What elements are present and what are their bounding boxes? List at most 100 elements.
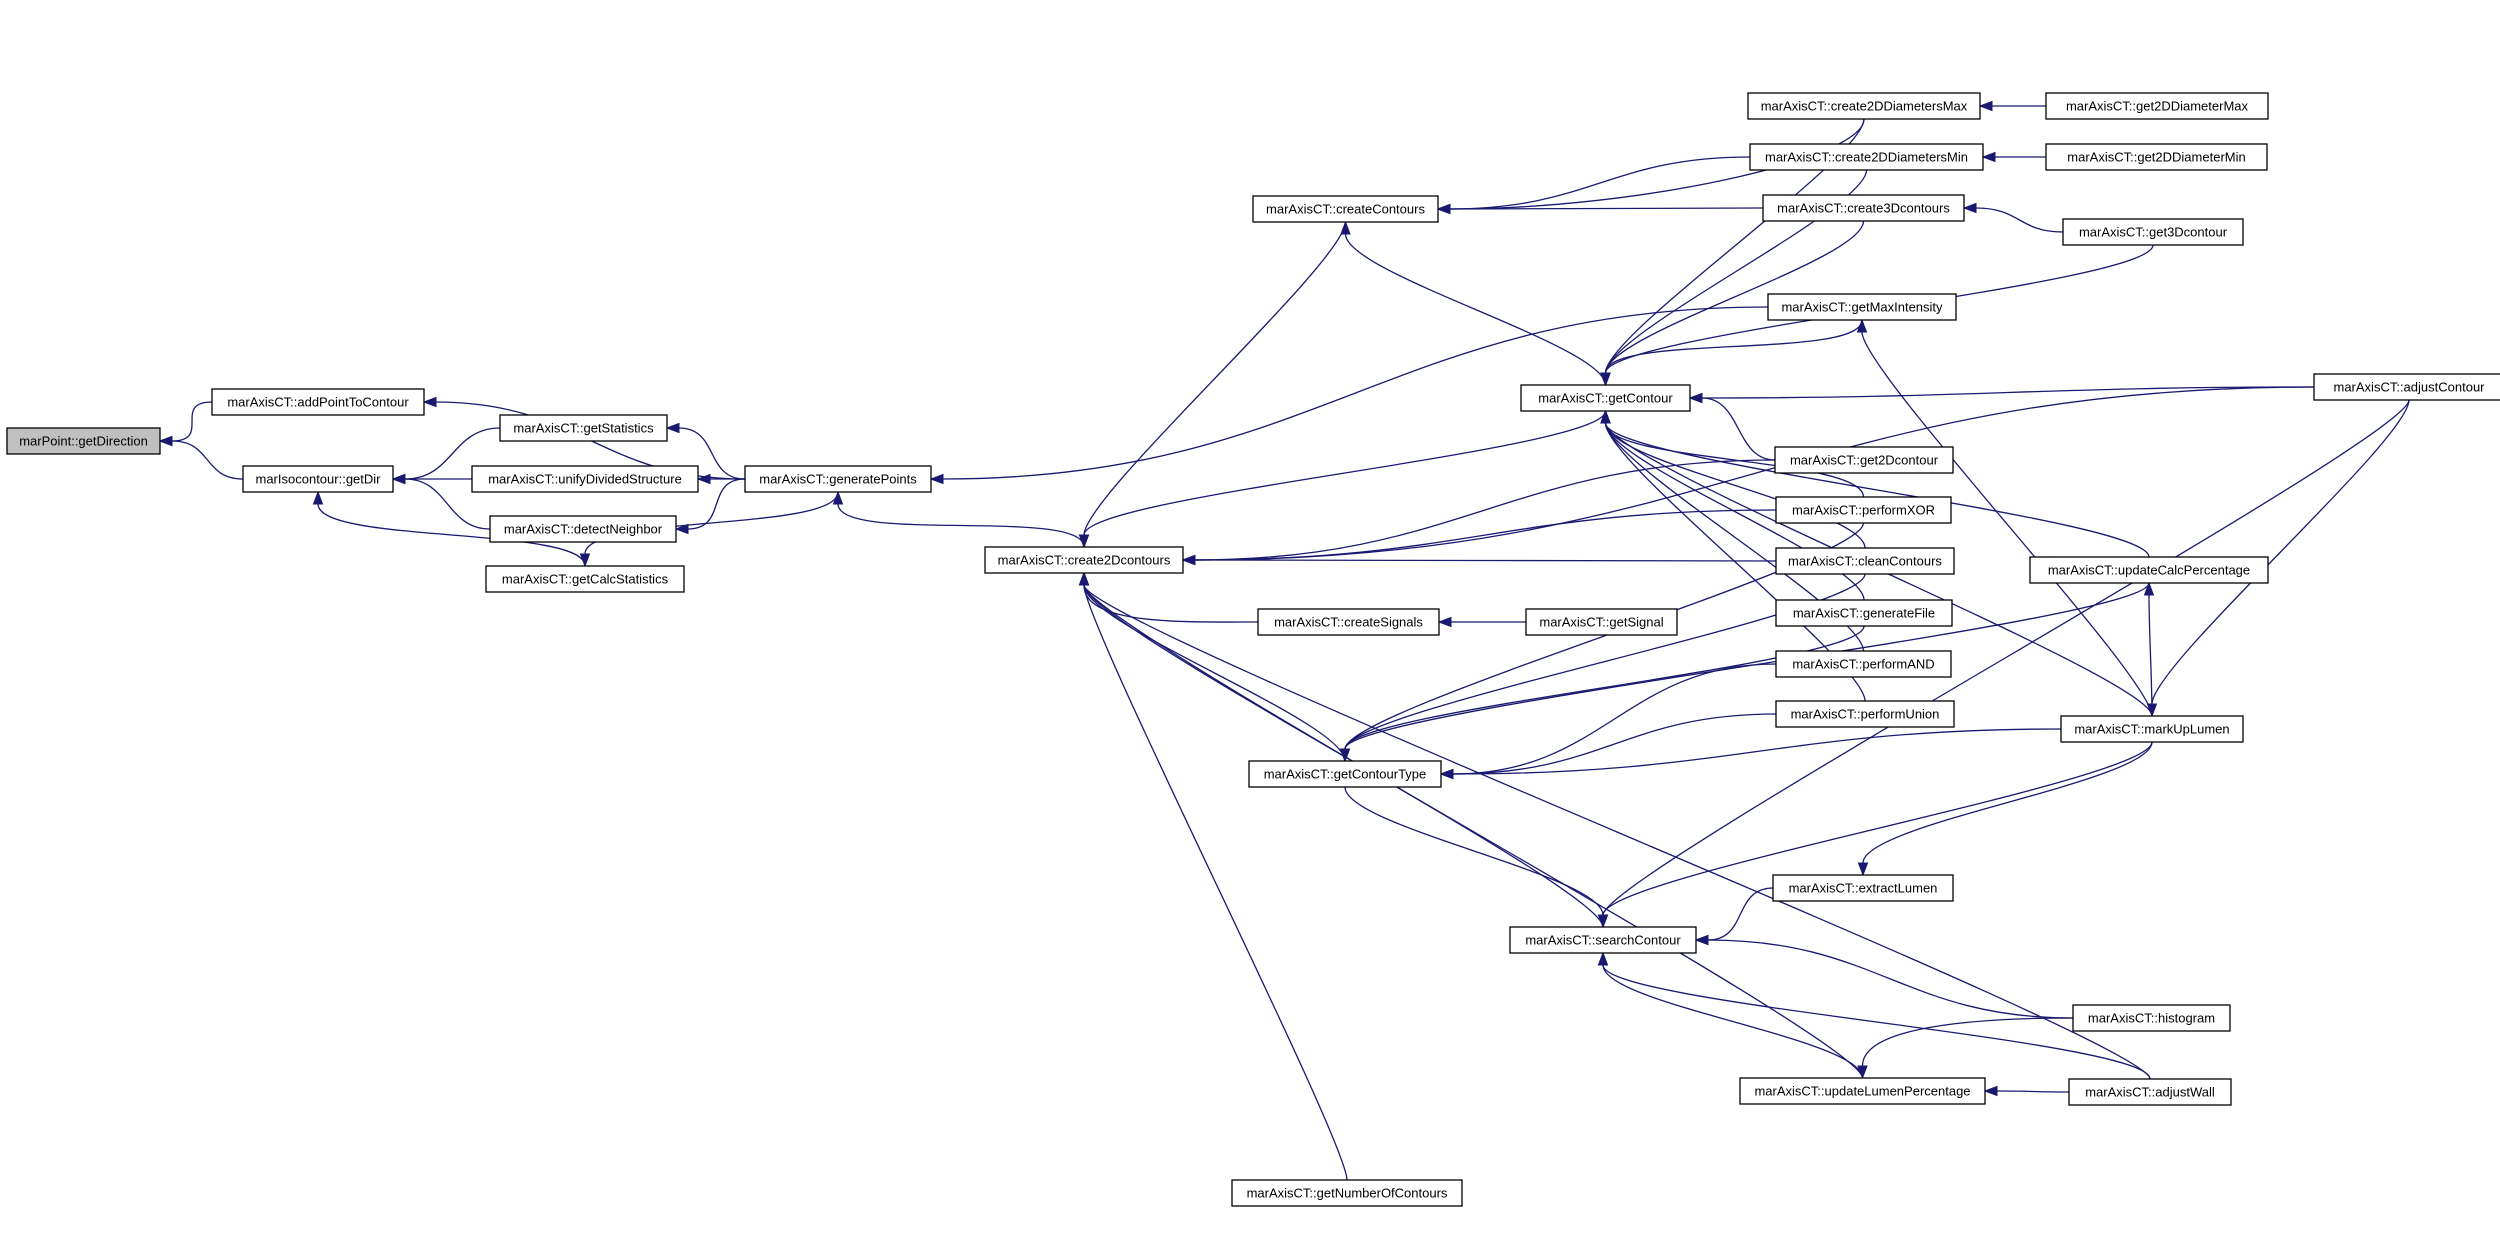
node-box-getSignal: [1525, 608, 1678, 636]
node-get2Dcontour[interactable]: marAxisCT::get2Dcontour: [1774, 446, 1954, 474]
node-label-generatePoints: marAxisCT::generatePoints: [759, 472, 917, 487]
arrowhead-histogram-to-searchContour: [1694, 934, 1709, 946]
edge-detectNeighbor-to-getDir: [404, 478, 491, 530]
edge-getMaxIntensity-to-getContour: [1604, 319, 1863, 374]
arrowhead-getCalcStatistics-to-getDir: [312, 490, 324, 505]
node-detectNeighbor[interactable]: marAxisCT::detectNeighbor: [489, 515, 677, 543]
node-label-getNumberOfContours: marAxisCT::getNumberOfContours: [1247, 1186, 1448, 1201]
node-performXOR[interactable]: marAxisCT::performXOR: [1775, 496, 1952, 524]
node-box-generatePoints: [744, 465, 932, 493]
node-getStatistics[interactable]: marAxisCT::getStatistics: [499, 414, 668, 442]
node-box-adjustContour: [2313, 373, 2500, 401]
node-searchContour[interactable]: marAxisCT::searchContour: [1509, 926, 1697, 954]
node-label-create2Dcontours: marAxisCT::create2Dcontours: [998, 553, 1171, 568]
edge-createSignals-to-create2Dcontours: [1083, 584, 1259, 623]
node-updateLumenPercentage[interactable]: marAxisCT::updateLumenPercentage: [1739, 1077, 1986, 1105]
node-getDir[interactable]: marIsocontour::getDir: [242, 465, 394, 493]
node-get2DDiameterMin[interactable]: marAxisCT::get2DDiameterMin: [2045, 143, 2268, 171]
node-createContours[interactable]: marAxisCT::createContours: [1252, 195, 1439, 223]
node-create3Dcontours[interactable]: marAxisCT::create3Dcontours: [1762, 194, 1965, 222]
node-label-get2DDiameterMin: marAxisCT::get2DDiameterMin: [2067, 150, 2245, 165]
edge-markUpLumen-to-getContourType: [1452, 728, 2062, 775]
edge-getContour-to-create2Dcontours: [1083, 410, 1607, 536]
node-box-get2DDiameterMax: [2045, 92, 2269, 120]
edge-performAND-to-getContour: [1604, 422, 1865, 652]
node-create2Dcontours[interactable]: marAxisCT::create2Dcontours: [984, 546, 1184, 574]
node-getContourType[interactable]: marAxisCT::getContourType: [1248, 760, 1442, 788]
node-label-generateFile: marAxisCT::generateFile: [1793, 606, 1935, 621]
node-extractLumen[interactable]: marAxisCT::extractLumen: [1772, 874, 1954, 902]
edge-create2Dcontours-to-generatePoints: [837, 503, 1085, 548]
edge-adjustWall-to-searchContour: [1602, 964, 2151, 1080]
arrowhead-markUpLumen-to-getMaxIntensity: [1856, 318, 1868, 333]
edge-updateLumenPercentage-to-searchContour: [1602, 964, 1864, 1079]
edge-adjustContour-to-markUpLumen: [2151, 399, 2410, 705]
nodes-layer: marPoint::getDirection marAxisCT::addPoin…: [6, 92, 2500, 1207]
node-label-addPointToContour: marAxisCT::addPointToContour: [227, 395, 409, 410]
edge-getNumberOfContours-to-create2Dcontours: [1083, 584, 1348, 1181]
node-performUnion[interactable]: marAxisCT::performUnion: [1775, 700, 1955, 728]
edge-getDir-to-getDirection: [171, 440, 244, 480]
arrowhead-get2DDiameterMax-to-create2DDiametersMax: [1978, 100, 1993, 112]
node-generateFile[interactable]: marAxisCT::generateFile: [1775, 599, 1953, 627]
edge-create3Dcontours-to-createContours: [1449, 207, 1764, 210]
node-unifyDividedStructure[interactable]: marAxisCT::unifyDividedStructure: [471, 465, 699, 493]
node-getMaxIntensity[interactable]: marAxisCT::getMaxIntensity: [1767, 293, 1957, 321]
node-addPointToContour[interactable]: marAxisCT::addPointToContour: [211, 388, 425, 416]
edge-adjustContour-to-create2Dcontours: [1194, 386, 2315, 561]
arrowhead-generatePoints-to-addPointToContour: [422, 396, 437, 408]
node-updateCalcPercentage[interactable]: marAxisCT::updateCalcPercentage: [2029, 556, 2269, 584]
node-histogram[interactable]: marAxisCT::histogram: [2072, 1004, 2231, 1032]
node-label-searchContour: marAxisCT::searchContour: [1525, 933, 1681, 948]
arrowhead-updateLumenPercentage-to-searchContour: [1597, 951, 1609, 966]
node-adjustContour[interactable]: marAxisCT::adjustContour: [2313, 373, 2500, 401]
node-label-performUnion: marAxisCT::performUnion: [1791, 707, 1940, 722]
edge-updateCalcPercentage-to-getContour: [1604, 422, 2150, 558]
node-label-get2DDiameterMax: marAxisCT::get2DDiameterMax: [2066, 99, 2249, 114]
node-label-create2DDiametersMax: marAxisCT::create2DDiametersMax: [1761, 99, 1968, 114]
node-label-create3Dcontours: marAxisCT::create3Dcontours: [1777, 201, 1950, 216]
node-box-get2Dcontour: [1774, 446, 1954, 474]
edge-get3Dcontour-to-create3Dcontours: [1975, 207, 2064, 233]
node-label-getMaxIntensity: marAxisCT::getMaxIntensity: [1781, 300, 1943, 315]
arrowhead-histogram-to-updateLumenPercentage: [1857, 1065, 1868, 1080]
node-get2DDiameterMax[interactable]: marAxisCT::get2DDiameterMax: [2045, 92, 2269, 120]
node-generatePoints[interactable]: marAxisCT::generatePoints: [744, 465, 932, 493]
node-getNumberOfContours[interactable]: marAxisCT::getNumberOfContours: [1231, 1179, 1463, 1207]
arrowhead-getSignal-to-createSignals: [1437, 616, 1452, 628]
node-create2DDiametersMax[interactable]: marAxisCT::create2DDiametersMax: [1747, 92, 1981, 120]
node-box-updateLumenPercentage: [1739, 1077, 1986, 1105]
node-cleanContours[interactable]: marAxisCT::cleanContours: [1775, 547, 1955, 575]
node-markUpLumen[interactable]: marAxisCT::markUpLumen: [2060, 715, 2244, 743]
node-adjustWall[interactable]: marAxisCT::adjustWall: [2068, 1078, 2232, 1106]
node-label-createSignals: marAxisCT::createSignals: [1274, 615, 1423, 630]
node-box-histogram: [2072, 1004, 2231, 1032]
node-box-generateFile: [1775, 599, 1953, 627]
node-box-get2DDiameterMin: [2045, 143, 2268, 171]
node-box-create3Dcontours: [1762, 194, 1965, 222]
node-getContour[interactable]: marAxisCT::getContour: [1520, 384, 1691, 412]
edge-create3Dcontours-to-getContour: [1604, 220, 1865, 374]
node-label-performXOR: marAxisCT::performXOR: [1792, 503, 1935, 518]
node-label-histogram: marAxisCT::histogram: [2088, 1011, 2215, 1026]
edge-performUnion-to-getContourType: [1452, 713, 1777, 775]
node-box-create2DDiametersMax: [1747, 92, 1981, 120]
node-createSignals[interactable]: marAxisCT::createSignals: [1257, 608, 1440, 636]
edge-generateFile-to-getContour: [1604, 422, 1865, 601]
arrowhead-markUpLumen-to-updateCalcPercentage: [2143, 581, 2155, 596]
node-getDirection[interactable]: marPoint::getDirection: [6, 427, 161, 455]
node-create2DDiametersMin[interactable]: marAxisCT::create2DDiametersMin: [1749, 143, 1984, 171]
edge-createContours-to-create2Dcontours: [1083, 221, 1347, 536]
arrowhead-updateCalcPercentage-to-getContourType: [1339, 748, 1351, 763]
node-get3Dcontour[interactable]: marAxisCT::get3Dcontour: [2062, 218, 2244, 246]
node-getCalcStatistics[interactable]: marAxisCT::getCalcStatistics: [485, 565, 685, 593]
node-label-getSignal: marAxisCT::getSignal: [1539, 615, 1663, 630]
edge-performXOR-to-getContour: [1604, 422, 1865, 498]
edge-histogram-to-searchContour: [1707, 939, 2074, 1019]
node-getSignal[interactable]: marAxisCT::getSignal: [1525, 608, 1678, 636]
edge-create2DDiametersMin-to-getContour: [1604, 169, 1868, 374]
arrowhead-get2DDiameterMin-to-create2DDiametersMin: [1981, 151, 1996, 163]
node-box-create2Dcontours: [984, 546, 1184, 574]
node-performAND[interactable]: marAxisCT::performAND: [1775, 650, 1952, 678]
